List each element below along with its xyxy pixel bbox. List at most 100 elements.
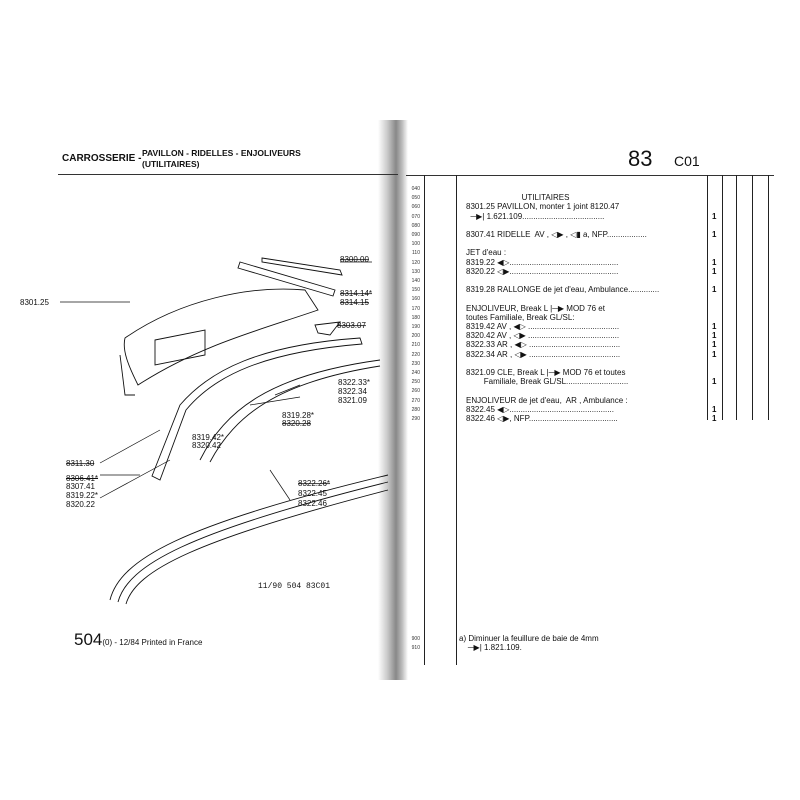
label-8314-14: 8314.14* bbox=[340, 289, 372, 298]
line-number: 040 bbox=[411, 186, 420, 192]
pillar bbox=[119, 354, 135, 396]
part-description: ENJOLIVEUR de jet d'eau, AR , Ambulance … bbox=[466, 395, 628, 405]
side-rail bbox=[151, 337, 363, 481]
quantity: 1 bbox=[712, 340, 717, 350]
line-number: 180 bbox=[411, 314, 420, 321]
quantity: 1 bbox=[712, 349, 717, 359]
part-description: AV , ◁▶ ................................… bbox=[496, 331, 620, 341]
bracket bbox=[314, 321, 342, 336]
part-description: ◁▶, NFP.................................… bbox=[497, 414, 618, 423]
line-number: 110 bbox=[412, 250, 420, 257]
line-number: 260 bbox=[411, 388, 420, 395]
subtitle-line-2: (UTILITAIRES) bbox=[142, 159, 200, 169]
part-description: RIDELLE AV , ◁▶ , ◁▮ a, NFP.............… bbox=[497, 230, 647, 239]
line-number: 100 bbox=[411, 241, 420, 248]
page-footer: 504(0) - 12/84 Printed in France bbox=[74, 630, 202, 650]
quantity: 1 bbox=[712, 322, 717, 331]
diagram-callouts: 8301.25 8300.00 8314.14* 8314.15 8303.07… bbox=[20, 255, 372, 509]
table-row: 8322.46 ◁▶, NFP.........................… bbox=[466, 414, 618, 423]
header-divider bbox=[58, 174, 398, 175]
section-subtitle: PAVILLON - RIDELLES - ENJOLIVEURS (UTILI… bbox=[142, 148, 301, 170]
part-description: ◁▶......................................… bbox=[497, 266, 619, 276]
label-8307-41: 8307.41 bbox=[66, 482, 95, 491]
table-row: UTILITAIRES bbox=[466, 193, 570, 203]
part-description: AV , ◀▷ ................................… bbox=[496, 322, 620, 331]
part-description: toutes Familiale, Break GL/SL: bbox=[466, 312, 575, 322]
part-code: 8322.33 bbox=[466, 340, 495, 350]
part-description: AR , ◀▷ ................................… bbox=[496, 340, 621, 350]
part-code: 8321.09 bbox=[466, 368, 495, 377]
label-8320-42: 8320.42 bbox=[192, 441, 221, 450]
part-description: AR , ◁▶ ................................… bbox=[496, 349, 621, 359]
line-number: 090 bbox=[411, 232, 420, 238]
line-number: 280 bbox=[411, 406, 420, 413]
part-description: UTILITAIRES bbox=[466, 193, 570, 203]
footnote: a) Diminuer la feuillure de baie de 4mm bbox=[459, 634, 599, 643]
part-description: PAVILLON, monter 1 joint 8120.47 bbox=[497, 202, 620, 212]
line-number: 210 bbox=[411, 342, 420, 349]
label-8301-25: 8301.25 bbox=[20, 298, 49, 307]
line-number: 900 bbox=[411, 636, 420, 642]
line-number: 910 bbox=[411, 645, 420, 652]
part-description: RALLONGE de jet d'eau, Ambulance........… bbox=[497, 285, 660, 295]
label-8314-15: 8314.15 bbox=[340, 298, 369, 307]
label-8300-00: 8300.00 bbox=[340, 255, 369, 264]
quantity: 1 bbox=[712, 257, 717, 267]
part-description: ─▶| 1.621.109...........................… bbox=[466, 211, 605, 221]
label-8319-42: 8319.42* bbox=[192, 433, 224, 442]
col-line bbox=[424, 175, 425, 665]
label-8322-34: 8322.34 bbox=[338, 387, 367, 396]
part-description: JET d'eau : bbox=[466, 248, 507, 258]
table-row: ─▶| 1.621.109...........................… bbox=[466, 212, 604, 221]
table-row: 8321.09 CLE, Break L |─▶ MOD 76 et toute… bbox=[466, 368, 625, 377]
book-binding-shadow bbox=[378, 120, 408, 680]
label-8319-28: 8319.28* bbox=[282, 411, 314, 420]
col-line bbox=[722, 175, 723, 420]
table-row: toutes Familiale, Break GL/SL: bbox=[466, 313, 575, 322]
col-line bbox=[707, 175, 708, 420]
line-number: 240 bbox=[411, 370, 420, 376]
part-code: 8322.46 bbox=[466, 414, 495, 423]
quantity: 1 bbox=[712, 285, 717, 295]
line-number: 060 bbox=[411, 204, 420, 211]
part-code: 8322.45 bbox=[466, 404, 495, 414]
table-top-rule bbox=[406, 175, 774, 176]
table-row: 8319.28 RALLONGE de jet d'eau, Ambulance… bbox=[466, 285, 659, 294]
part-code: 8319.22 bbox=[466, 257, 495, 267]
lower-moulding bbox=[109, 474, 389, 605]
line-number: 250 bbox=[411, 379, 420, 386]
label-8322-45: 8322.45 bbox=[298, 489, 327, 498]
vent-plate bbox=[154, 329, 206, 366]
col-line bbox=[736, 175, 737, 420]
label-8303-07: 8303.07 bbox=[337, 321, 366, 330]
line-number: 150 bbox=[411, 287, 420, 294]
page-section: C01 bbox=[674, 153, 700, 169]
footnote: ─▶| 1.821.109. bbox=[459, 643, 522, 653]
label-8311-30: 8311.30 bbox=[66, 459, 95, 468]
roof-panel bbox=[123, 288, 319, 386]
label-8322-26: 8322.26* bbox=[298, 479, 330, 488]
section-title: CARROSSERIE - bbox=[62, 153, 142, 164]
table-row: ENJOLIVEUR, Break L |─▶ MOD 76 et bbox=[466, 304, 605, 313]
label-8306-41-text: 8306.41* bbox=[66, 474, 99, 483]
part-code: 8320.22 bbox=[466, 266, 495, 276]
table-row: 8322.34 AR , ◁▶ ........................… bbox=[466, 350, 620, 359]
part-code: 8322.34 bbox=[466, 349, 495, 359]
col-line bbox=[456, 175, 457, 665]
line-number: 200 bbox=[411, 333, 420, 340]
line-number: 130 bbox=[411, 268, 420, 275]
part-code: 8319.42 bbox=[466, 322, 495, 331]
footer-text: (0) - 12/84 Printed in France bbox=[102, 638, 203, 647]
line-number: 140 bbox=[411, 278, 420, 284]
part-description: ◀▷......................................… bbox=[497, 257, 619, 267]
page-number: 83 bbox=[628, 146, 653, 171]
quantity: 1 bbox=[712, 414, 717, 423]
quantity: 1 bbox=[712, 211, 717, 221]
table-row: JET d'eau : bbox=[466, 248, 506, 257]
quantity: 1 bbox=[712, 404, 717, 414]
col-line bbox=[752, 175, 753, 420]
header-strip bbox=[261, 257, 343, 276]
table-row: 8322.33 AR , ◀▷ ........................… bbox=[466, 340, 620, 349]
line-number: 070 bbox=[411, 213, 420, 220]
part-code: 8320.42 bbox=[466, 331, 495, 341]
